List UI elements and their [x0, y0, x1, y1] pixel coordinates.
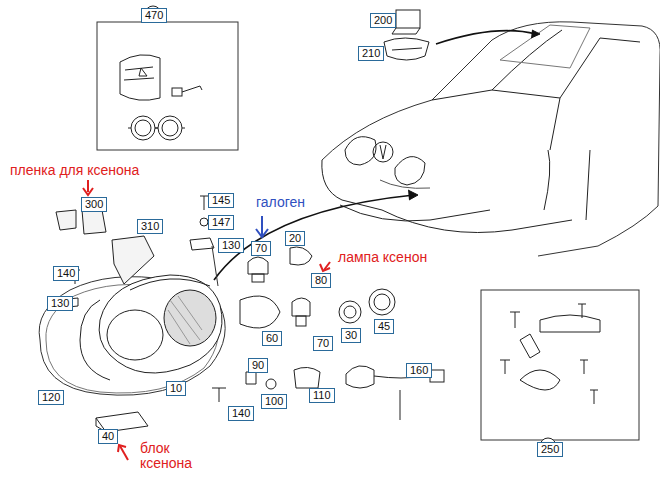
callout-number: 200: [374, 14, 392, 26]
callout-number: 80: [315, 274, 327, 286]
callout-number: 250: [541, 443, 559, 455]
callout-number: 70: [255, 242, 267, 254]
callout-number: 310: [141, 220, 159, 232]
callout-box: 210: [358, 46, 384, 61]
callout-number: 140: [232, 407, 250, 419]
callout-box: 300: [81, 197, 107, 212]
annotation-label: лампа ксенон: [338, 250, 427, 265]
annotation-label: блок ксенона: [140, 441, 200, 471]
callout-box: 310: [137, 219, 163, 234]
callout-number: 130: [222, 239, 240, 251]
callout-box: 140: [53, 266, 79, 281]
callout-box: 70: [313, 336, 333, 351]
callout-box: 130: [218, 238, 244, 253]
callout-box: 70: [251, 241, 271, 256]
callout-number: 140: [57, 267, 75, 279]
callout-number: 110: [313, 389, 331, 401]
callout-box: 120: [38, 390, 64, 405]
callout-number: 160: [410, 364, 428, 376]
callout-number: 100: [265, 395, 283, 407]
callout-box: 140: [228, 406, 254, 421]
annotation-label: пленка для ксенона: [10, 163, 139, 178]
callout-number: 10: [170, 382, 182, 394]
callout-box: 145: [208, 193, 234, 208]
callout-number: 30: [345, 329, 357, 341]
callout-number: 45: [378, 320, 390, 332]
callout-number: 210: [362, 47, 380, 59]
callout-number: 145: [212, 194, 230, 206]
callout-box: 100: [261, 394, 287, 409]
callout-number: 20: [289, 232, 301, 244]
callout-number: 130: [51, 297, 69, 309]
callout-number: 147: [212, 216, 230, 228]
callout-box: 90: [248, 358, 268, 373]
callout-number: 300: [85, 198, 103, 210]
callout-number: 90: [252, 359, 264, 371]
callout-box: 10: [166, 381, 186, 396]
callout-box: 45: [374, 319, 394, 334]
callout-box: 130: [47, 296, 73, 311]
callout-box: 160: [406, 363, 432, 378]
callout-box: 110: [309, 388, 335, 403]
callout-box: 200: [370, 13, 396, 28]
callout-box: 20: [285, 231, 305, 246]
callout-box: 470: [141, 8, 167, 23]
callout-box: 60: [262, 331, 282, 346]
callout-box: 250: [537, 442, 563, 457]
annotation-label: галоген: [256, 195, 305, 210]
callout-box: 30: [341, 328, 361, 343]
callout-number: 70: [317, 337, 329, 349]
callout-number: 60: [266, 332, 278, 344]
callout-box: 40: [98, 429, 118, 444]
callout-number: 120: [42, 391, 60, 403]
callout-number: 470: [145, 9, 163, 21]
callout-number: 40: [102, 430, 114, 442]
callout-box: 80: [311, 273, 331, 288]
callout-box: 147: [208, 215, 234, 230]
